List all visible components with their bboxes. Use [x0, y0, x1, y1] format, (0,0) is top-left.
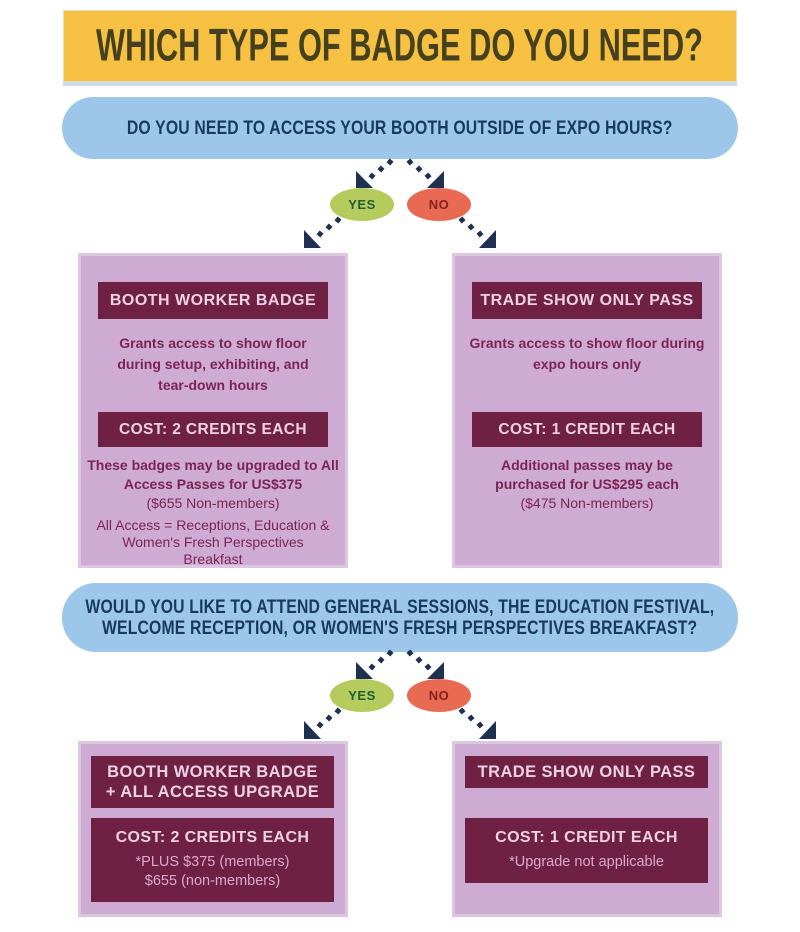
cost-box: COST: 1 CREDIT EACH *Upgrade not applica… [465, 818, 708, 883]
upgrade-note: These badges may be upgraded to All Acce… [87, 457, 339, 492]
question-2-text-line1: WOULD YOU LIKE TO ATTEND GENERAL SESSION… [85, 596, 715, 618]
card-title-bar: BOOTH WORKER BADGE [98, 282, 328, 319]
decision-1-yes-oval: YES [330, 188, 394, 221]
cost-label: COST: 2 CREDITS EACH [115, 829, 310, 846]
cost-label: COST: 2 CREDITS EACH [119, 420, 307, 438]
price-note: ($475 Non-members) [520, 495, 654, 511]
decision-1-no-oval: NO [407, 188, 471, 221]
question-1-pill: DO YOU NEED TO ACCESS YOUR BOOTH OUTSIDE… [62, 97, 738, 159]
decision-1-arrows [304, 158, 496, 248]
cost-note: *PLUS $375 (members) $655 (non-members) [135, 854, 290, 889]
card-title-bar: BOOTH WORKER BADGE + ALL ACCESS UPGRADE [91, 756, 334, 808]
question-1-text: DO YOU NEED TO ACCESS YOUR BOOTH OUTSIDE… [127, 117, 673, 139]
cost-bar: COST: 1 CREDIT EACH [472, 412, 702, 447]
card-booth-worker-badge: BOOTH WORKER BADGE Grants access to show… [78, 253, 348, 568]
upgrade-note: Additional passes may be purchased for U… [495, 457, 679, 492]
price-note: ($655 Non-members) [146, 495, 280, 511]
all-access-note: All Access = Receptions, Education & Wom… [96, 517, 330, 567]
question-2-pill: WOULD YOU LIKE TO ATTEND GENERAL SESSION… [62, 583, 738, 652]
card-title-line2: + ALL ACCESS UPGRADE [105, 783, 320, 801]
card-booth-worker-upgrade: BOOTH WORKER BADGE + ALL ACCESS UPGRADE … [78, 741, 348, 917]
card-trade-show-only-pass: TRADE SHOW ONLY PASS Grants access to sh… [452, 253, 722, 568]
decision-1-no-label: NO [428, 197, 450, 212]
cost-label: COST: 1 CREDIT EACH [498, 420, 676, 438]
card-title-bar: TRADE SHOW ONLY PASS [472, 282, 702, 319]
decision-2-arrows [304, 649, 496, 739]
decision-2-yes-oval: YES [330, 679, 394, 712]
page-title: WHICH TYPE OF BADGE DO YOU NEED? [96, 20, 704, 71]
decision-2-no-oval: NO [407, 679, 471, 712]
card-title: TRADE SHOW ONLY PASS [480, 291, 694, 309]
card-description: Grants access to show floor during expo … [469, 335, 705, 372]
decision-2-yes-label: YES [348, 688, 376, 703]
question-2-text-line2: WELCOME RECEPTION, OR WOMEN'S FRESH PERS… [102, 617, 698, 639]
card-title: TRADE SHOW ONLY PASS [477, 763, 696, 781]
cost-box: COST: 2 CREDITS EACH *PLUS $375 (members… [91, 818, 334, 902]
decision-2-no-label: NO [428, 688, 450, 703]
cost-note: *Upgrade not applicable [509, 854, 664, 870]
card-trade-show-only-pass-2: TRADE SHOW ONLY PASS COST: 1 CREDIT EACH… [452, 741, 722, 917]
decision-1-yes-label: YES [348, 197, 376, 212]
cost-bar: COST: 2 CREDITS EACH [98, 412, 328, 447]
card-title: BOOTH WORKER BADGE [109, 291, 317, 309]
cost-label: COST: 1 CREDIT EACH [495, 829, 678, 846]
card-title-bar: TRADE SHOW ONLY PASS [465, 756, 708, 788]
card-description: Grants access to show floor during setup… [117, 335, 309, 393]
page-title-banner: WHICH TYPE OF BADGE DO YOU NEED? [63, 10, 737, 82]
card-title-line1: BOOTH WORKER BADGE [107, 763, 318, 781]
